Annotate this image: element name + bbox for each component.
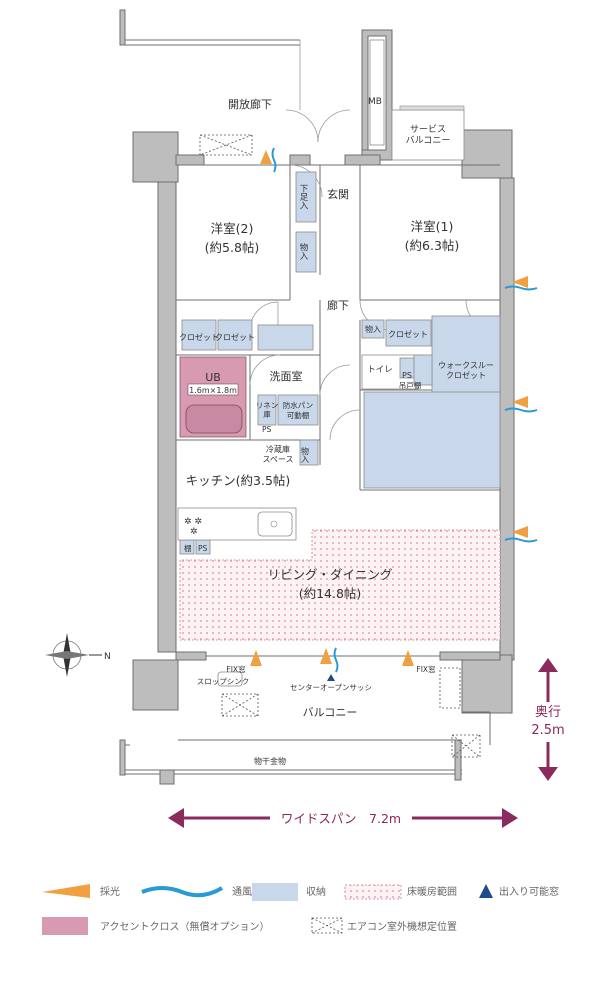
closet-label-1: クロゼット [179, 332, 219, 342]
western-room-2-label: 洋室(2) [211, 221, 254, 236]
compass [45, 633, 102, 677]
legend-wind-swatch [141, 886, 224, 898]
entrance-label: 玄関 [327, 187, 349, 201]
legend-ac-label: エアコン室外機想定位置 [347, 920, 457, 933]
legend: 採光 通風 収納 床暖房範囲 出入り可能窓 アクセントクロス（無償オプション） … [42, 883, 559, 935]
closet-label-2: クロゼット [215, 332, 255, 342]
western-room-1-area: (約6.3帖) [405, 238, 460, 253]
balcony-label: バルコニー [303, 706, 358, 719]
service-balcony [391, 105, 465, 161]
western-room-1-label: 洋室(1) [411, 219, 454, 234]
legend-access-swatch [479, 884, 493, 898]
hanging-shelf-label: 吊戸棚 [399, 380, 422, 390]
compass-north-label: N [104, 652, 111, 662]
mb-label: MB [368, 97, 382, 107]
balcony [119, 667, 491, 785]
walkin-closet-label: ウォークスルークロゼット [438, 361, 494, 380]
access-window-marker [327, 674, 335, 681]
open-corridor-label: 開放廊下 [228, 97, 272, 111]
legend-access-label: 出入り可能窓 [499, 885, 559, 898]
kitchen-counter: ✲ ✲ ✲ [177, 507, 297, 541]
span-label: ワイドスパン 7.2m [281, 811, 401, 826]
legend-floor-heating-swatch [344, 884, 402, 900]
living-label: リビング・ダイニング [267, 567, 392, 582]
depth-value: 2.5m [531, 723, 564, 738]
ps-label-1: PS [262, 425, 272, 434]
legend-accent-swatch [42, 917, 88, 935]
depth-label: 奥行 [535, 705, 561, 720]
toilet-label: トイレ [367, 365, 393, 375]
ps-label-2: PS [402, 371, 412, 380]
legend-wind-label: 通風 [232, 886, 252, 898]
ps-label-3: PS [198, 544, 208, 553]
legend-floor-heating-label: 床暖房範囲 [407, 885, 457, 898]
living-area: (約14.8帖) [299, 586, 362, 601]
floor-heating-area [179, 529, 501, 641]
legend-storage-label: 収納 [306, 885, 326, 898]
legend-storage-swatch [252, 883, 298, 901]
hallway-label: 廊下 [327, 298, 349, 312]
fix-window-label-1: FIX窓 [226, 664, 246, 674]
shelf-label: 棚 [184, 543, 192, 553]
legend-accent-label: アクセントクロス（無償オプション） [100, 920, 270, 933]
svg-text:✲: ✲ [190, 527, 198, 537]
room-labels: 開放廊下 MB サービスバルコニー 玄関 下足入 物入 洋室(2) (約5.8帖… [179, 97, 494, 766]
center-open-sash-label: センターオープンサッシ [290, 683, 372, 692]
drying-rack-label: 物干金物 [254, 756, 286, 766]
linen-label: リネン庫 [256, 401, 279, 419]
shoe-storage-label: 下足入 [298, 184, 308, 210]
bathtub [185, 404, 243, 434]
span-dimension [168, 808, 518, 828]
washroom-label: 洗面室 [270, 369, 303, 383]
outer-walls [132, 129, 515, 714]
storage-label-2: 物入 [365, 324, 381, 334]
western-room-2-area: (約5.8帖) [205, 240, 260, 255]
storage-areas [179, 171, 501, 555]
fridge-space-label: 冷蔵庫スペース [262, 444, 293, 464]
ub-label: UB [205, 371, 221, 384]
slop-sink-label: スロップシンク [197, 677, 250, 686]
washer-pan-label: 防水パン可動棚 [283, 400, 313, 420]
legend-light-swatch [42, 884, 90, 898]
legend-ac-swatch [311, 917, 343, 934]
service-balcony-label: サービスバルコニー [406, 124, 451, 146]
open-corridor-railing [119, 9, 301, 110]
mb-shaft [361, 29, 393, 161]
light-wind-markers [250, 147, 538, 681]
storage-label-3: 物入 [301, 446, 310, 463]
legend-light-label: 採光 [100, 885, 120, 898]
fix-window-label-2: FIX窓 [416, 664, 436, 674]
ub-size: 1.6m×1.8m [189, 386, 237, 395]
depth-dimension [527, 658, 569, 781]
storage-label-1: 物入 [298, 242, 308, 260]
ac-unit-top [199, 134, 253, 156]
kitchen-label: キッチン(約3.5帖) [186, 473, 291, 488]
cooktop-icon: ✲ ✲ [184, 517, 202, 527]
interior-walls [176, 109, 500, 491]
closet-label-3: クロゼット [388, 329, 428, 339]
